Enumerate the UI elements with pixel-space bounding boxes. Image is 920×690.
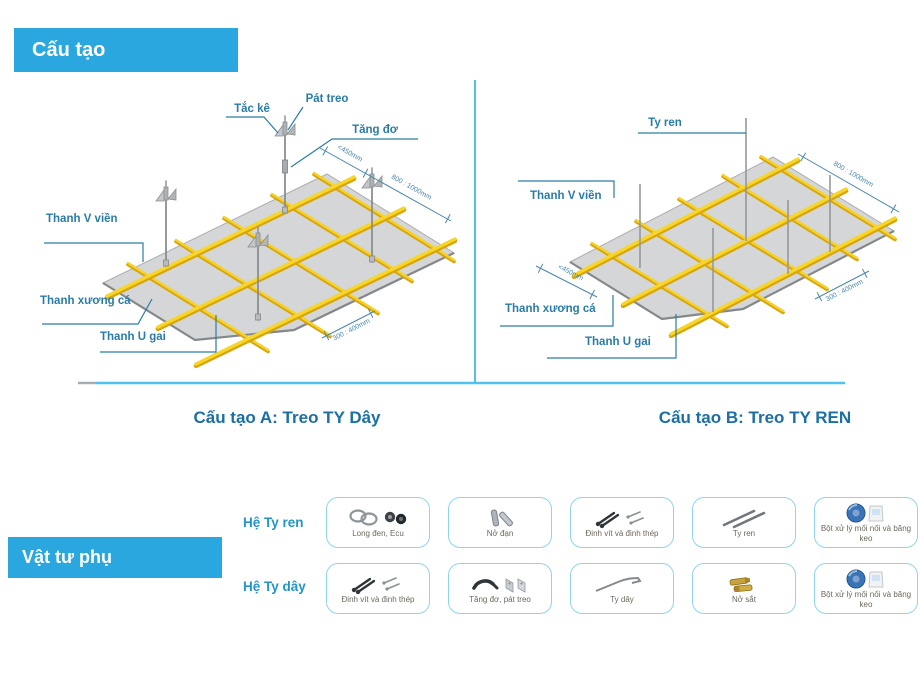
leader-line: [100, 315, 217, 353]
label-tang-do: Tăng đơ: [352, 124, 399, 136]
accessory-card: Đinh vít và đinh thép: [570, 497, 674, 548]
accessory-card: Ty ren: [692, 497, 796, 548]
diagram-a: Tắc kê Pát treo Tăng đơ Thanh V viền Tha…: [40, 93, 455, 366]
cau-tao-banner-label: Cấu tạo: [32, 38, 106, 61]
accessory-name: Long đen, Ecu: [352, 528, 404, 538]
hanger-wing-icon: [361, 167, 383, 189]
turnbuckle: [282, 159, 288, 174]
accessory-card: Ty dây: [570, 563, 674, 614]
dim-800-1000: 800 : 1000mm: [832, 160, 874, 189]
diagram-b: Ty ren Thanh V viền Thanh xương cá Thanh…: [500, 117, 900, 359]
accessory-name: Bột xử lý mối nối và băng keo: [820, 524, 912, 543]
leader-line: [44, 242, 144, 262]
dim-450: <450mm: [336, 144, 364, 164]
wire-rod-icon: [590, 573, 654, 595]
diagrams-canvas: Tắc kê Pát treo Tăng đơ Thanh V viền Tha…: [40, 80, 900, 385]
leader-line: [42, 298, 153, 325]
accessory-card: Tăng đơ, pát treo: [448, 563, 552, 614]
joint-compound-tape-icon: [834, 502, 898, 524]
screws-nails-icon: [346, 573, 410, 595]
leader-line: [518, 180, 615, 198]
label-thanh-u-gai: Thanh U gai: [100, 331, 166, 343]
accessory-name: Ty dây: [610, 594, 634, 604]
section-dividers: [78, 80, 845, 385]
joint-compound-tape-icon: [834, 568, 898, 590]
label-ty-ren: Ty ren: [648, 117, 682, 129]
accessory-name: Đinh vít và đinh thép: [585, 528, 659, 538]
label-tac-ke: Tắc kê: [234, 102, 270, 115]
wire-hangers: [155, 115, 383, 321]
hanger-wing-icon: [155, 180, 177, 202]
label-thanh-v-vien: Thanh V viền: [46, 213, 118, 225]
caption-b: Cấu tạo B: Treo TY REN: [658, 408, 852, 427]
accessory-card: Nở sắt: [692, 563, 796, 614]
label-thanh-u-gai: Thanh U gai: [585, 336, 651, 348]
accessory-name: Nở sắt: [732, 594, 756, 604]
leader-line: [500, 295, 614, 327]
he-ty-day-cards: Đinh vít và đinh thép Tăng đơ, pát treo: [326, 563, 918, 614]
label-thanh-xuong-ca: Thanh xương cá: [40, 295, 131, 307]
caption-a: Cấu tạo A: Treo TY Dây: [193, 408, 381, 427]
iron-anchor-icon: [712, 573, 776, 595]
accessory-card: Nở đạn: [448, 497, 552, 548]
washer-nut-icon: [346, 507, 410, 529]
label-thanh-v-vien: Thanh V viền: [530, 190, 602, 202]
accessory-card: Long đen, Ecu: [326, 497, 430, 548]
row-label-he-ty-ren: Hệ Ty ren: [243, 515, 304, 530]
row-label-he-ty-day: Hệ Ty dây: [243, 579, 306, 594]
label-thanh-xuong-ca: Thanh xương cá: [505, 303, 596, 315]
vat-tu-phu-banner-label: Vật tư phụ: [22, 547, 113, 567]
diagram-a-labels: Tắc kê Pát treo Tăng đơ Thanh V viền Tha…: [40, 93, 418, 353]
accessory-name: Nở đạn: [486, 528, 514, 538]
dim-800-1000: 800 : 1000mm: [390, 174, 433, 202]
accessory-name: Tăng đơ, pát treo: [469, 594, 531, 604]
he-ty-ren-cards: Long đen, Ecu Nở đạn: [326, 497, 918, 548]
threaded-rod-icon: [712, 507, 776, 529]
screws-nails-icon: [590, 507, 654, 529]
accessory-card: Bột xử lý mối nối và băng keo: [814, 563, 918, 614]
accessory-name: Ty ren: [732, 528, 756, 538]
accessory-card: Bột xử lý mối nối và băng keo: [814, 497, 918, 548]
leader-line: [287, 106, 304, 131]
vat-tu-phu-banner: Vật tư phụ: [8, 537, 222, 578]
leader-line: [290, 138, 418, 168]
turnbuckle-bracket-icon: [468, 573, 532, 595]
leader-line: [547, 314, 677, 359]
panel-dark-edge: [569, 230, 895, 321]
accessory-name: Bột xử lý mối nối và băng keo: [820, 590, 912, 609]
label-pat-treo: Pát treo: [306, 93, 349, 105]
cau-tao-banner: Cấu tạo: [14, 28, 238, 72]
threaded-rods: [639, 118, 831, 312]
accessory-name: Đinh vít và đinh thép: [341, 594, 415, 604]
leader-line: [226, 116, 279, 134]
anchor-bolt-icon: [468, 507, 532, 529]
accessory-card: Đinh vít và đinh thép: [326, 563, 430, 614]
diagram-b-labels: Ty ren Thanh V viền Thanh xương cá Thanh…: [500, 117, 746, 359]
